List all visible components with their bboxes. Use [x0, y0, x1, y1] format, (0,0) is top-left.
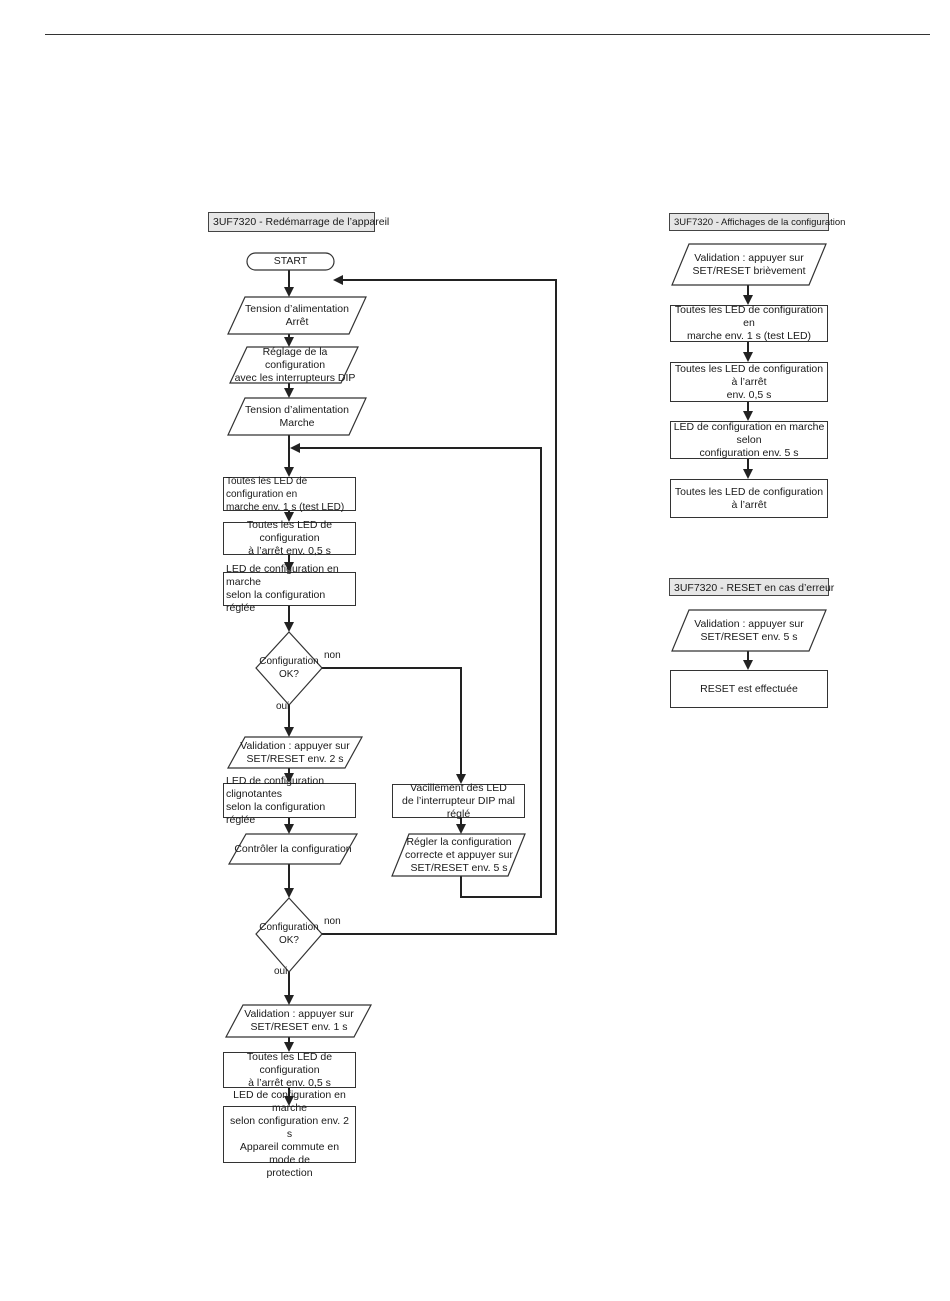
title-restart: 3UF7320 - Redémarrage de l’appareil	[208, 212, 389, 232]
step-correct-config: Régler la configuration correcte et appu…	[405, 835, 513, 874]
label-oui-2: oui	[274, 966, 288, 977]
step-protection-mode: LED de configuration en marche selon con…	[223, 1089, 356, 1179]
right-step-led-test: Toutes les LED de configuration en march…	[670, 304, 828, 342]
right-step-all-off: Toutes les LED de configuration à l’arrê…	[670, 479, 828, 518]
right-step-validation-short: Validation : appuyer sur SET/RESET brièv…	[692, 251, 806, 277]
step-dip-flicker: Vacillement des LED de l’interrupteur DI…	[392, 782, 525, 820]
reset-step-validation-5s: Validation : appuyer sur SET/RESET env. …	[694, 617, 804, 643]
step-check-config: Contrôler la configuration	[234, 842, 352, 855]
step-leds-off: Toutes les LED de configuration à l’arrê…	[223, 519, 356, 557]
step-led-test: Toutes les LED de configuration en march…	[223, 476, 356, 513]
step-power-on: Tension d’alimentation Marche	[245, 403, 349, 429]
title-config-display: 3UF7320 - Affichages de la configuration	[669, 213, 845, 231]
step-validation-2s: Validation : appuyer sur SET/RESET env. …	[240, 739, 350, 765]
step-validation-1s: Validation : appuyer sur SET/RESET env. …	[244, 1008, 354, 1033]
label-non-2: non	[324, 916, 341, 927]
start-label: START	[273, 255, 308, 267]
right-step-leds-off: Toutes les LED de configuration à l’arrê…	[670, 362, 828, 402]
title-reset-error: 3UF7320 - RESET en cas d’erreur	[669, 578, 834, 596]
step-leds-config: LED de configuration en marche selon la …	[223, 563, 356, 614]
right-step-leds-config: LED de configuration en marche selon con…	[670, 421, 828, 459]
step-power-off: Tension d’alimentation Arrêt	[245, 302, 349, 328]
decision-config-ok-2: Configuration OK?	[259, 922, 319, 946]
header-rule	[45, 34, 930, 35]
decision-config-ok-1: Configuration OK?	[259, 656, 319, 680]
label-non-1: non	[324, 650, 341, 661]
label-oui-1: oui	[276, 701, 290, 712]
start-terminator	[246, 252, 335, 271]
step-leds-off-final: Toutes les LED de configuration à l’arrê…	[223, 1051, 356, 1089]
step-leds-blinking: LED de configuration clignotantes selon …	[223, 775, 356, 826]
reset-step-done: RESET est effectuée	[670, 670, 828, 708]
step-dip-config: Réglage de la configuration avec les int…	[234, 345, 356, 384]
